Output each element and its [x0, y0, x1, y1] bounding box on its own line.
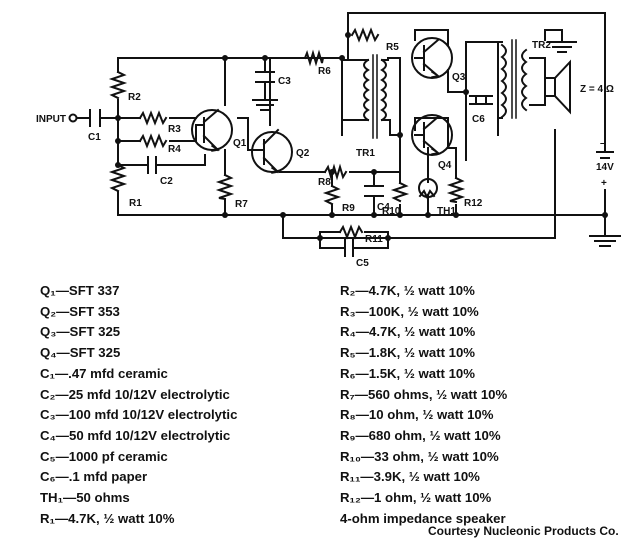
- ground-icon: [589, 231, 621, 247]
- ground-icon: [547, 29, 577, 53]
- label-input: INPUT: [36, 114, 66, 125]
- ground-icons: [252, 29, 621, 247]
- label-c5: C5: [356, 258, 369, 269]
- part-speaker: 4-ohm impedance speaker: [340, 510, 506, 526]
- ground-icon: [252, 95, 278, 111]
- label-c6: C6: [472, 114, 485, 125]
- amplifier-schematic: INPUT C1 C2 C3 C4 C5 C6 R1 R2 R3 R4 R5 R…: [36, 12, 621, 269]
- label-q1: Q1: [233, 138, 247, 149]
- label-q3: Q3: [452, 72, 466, 83]
- resistor-r8: [323, 163, 348, 181]
- part-r8: R₈—10 ohm, ½ watt 10%: [340, 407, 494, 423]
- resistor-r12: [446, 176, 466, 204]
- label-r2: R2: [128, 92, 141, 103]
- part-c2: C₂—25 mfd 10/12V electrolytic: [40, 386, 230, 402]
- capacitor-c6: [469, 95, 493, 105]
- label-c2: C2: [160, 176, 173, 187]
- label-r7: R7: [235, 199, 248, 210]
- transistors: [191, 37, 453, 174]
- part-q4: Q₄—SFT 325: [40, 345, 121, 361]
- speaker-icon: [544, 59, 571, 115]
- part-r7: R₇—560 ohms, ½ watt 10%: [340, 386, 508, 402]
- label-r5: R5: [386, 42, 399, 53]
- part-th1: TH₁—50 ohms: [40, 490, 130, 506]
- label-r3: R3: [168, 124, 181, 135]
- part-q3: Q₃—SFT 325: [40, 324, 121, 340]
- capacitor-c1: [89, 109, 101, 127]
- transformer-tr1: [341, 54, 391, 139]
- thermistor-th1: [418, 178, 438, 200]
- label-q2: Q2: [296, 148, 310, 159]
- part-r3: R₃—100K, ½ watt 10%: [340, 303, 479, 319]
- capacitor-c4: [364, 185, 384, 197]
- label-r9: R9: [342, 203, 355, 214]
- label-q4: Q4: [438, 160, 452, 171]
- label-c3: C3: [278, 76, 291, 87]
- part-r11: R₁₁—3.9K, ½ watt 10%: [340, 469, 480, 485]
- credit-line: Courtesy Nucleonic Products Co.: [428, 524, 619, 538]
- label-c4: C4: [377, 202, 390, 213]
- resistors: [108, 27, 466, 240]
- capacitor-c3: [255, 71, 275, 83]
- transistor-q2: [251, 128, 293, 174]
- label-tr2: TR2: [532, 40, 551, 51]
- part-r2: R₂—4.7K, ½ watt 10%: [340, 283, 475, 298]
- resistor-r9: [322, 184, 342, 206]
- label-r4: R4: [168, 144, 181, 155]
- part-c5: C₅—1000 pf ceramic: [40, 448, 168, 464]
- resistor-r6: [303, 49, 325, 67]
- resistor-r7: [215, 173, 235, 201]
- label-th1: TH1: [437, 206, 456, 217]
- part-r9: R₉—680 ohm, ½ watt 10%: [340, 427, 501, 443]
- label-r11: R11: [365, 234, 383, 245]
- part-r4: R₄—4.7K, ½ watt 10%: [340, 324, 476, 340]
- transistor-q1: [191, 108, 233, 152]
- component-labels: INPUT C1 C2 C3 C4 C5 C6 R1 R2 R3 R4 R5 R…: [36, 40, 614, 269]
- part-r5: R₅—1.8K, ½ watt 10%: [340, 345, 476, 361]
- junction-dots: [115, 32, 608, 241]
- resistor-r1: [108, 163, 128, 193]
- label-battery-voltage: 14V: [596, 162, 614, 173]
- capacitor-c5: [344, 239, 354, 257]
- label-r1: R1: [129, 198, 142, 209]
- part-r6: R₆—1.5K, ½ watt 10%: [340, 365, 475, 381]
- parts-list-left: Q₁—SFT 337 Q₂—SFT 353 Q₃—SFT 325 Q₄—SFT …: [40, 281, 237, 529]
- transistor-q3: [411, 37, 453, 79]
- resistor-r4: [138, 133, 168, 149]
- part-q1: Q₁—SFT 337: [40, 283, 120, 298]
- part-r1: R₁—4.7K, ½ watt 10%: [40, 510, 175, 526]
- parts-list-right: R₂—4.7K, ½ watt 10% R₃—100K, ½ watt 10% …: [340, 281, 507, 529]
- label-r10: R10: [382, 206, 401, 217]
- part-c6: C₆—.1 mfd paper: [40, 469, 148, 485]
- label-r8: R8: [318, 177, 331, 188]
- resistor-r10: [390, 181, 410, 203]
- transformers: [341, 39, 528, 139]
- resistor-r11: [338, 224, 364, 240]
- label-r6: R6: [318, 66, 331, 77]
- part-c3: C₃—100 mfd 10/12V electrolytic: [40, 407, 238, 423]
- transformer-tr2: [465, 39, 528, 119]
- resistor-r2: [108, 70, 128, 100]
- part-c4: C₄—50 mfd 10/12V electrolytic: [40, 427, 231, 443]
- label-tr1: TR1: [356, 148, 375, 159]
- transistor-q4: [411, 114, 453, 156]
- part-r12: R₁₂—1 ohm, ½ watt 10%: [340, 490, 492, 506]
- label-r12: R12: [464, 198, 483, 209]
- capacitor-c2: [147, 156, 157, 174]
- wiring: [76, 12, 606, 249]
- label-impedance: Z = 4 Ω: [580, 84, 614, 95]
- capacitors: [89, 71, 493, 257]
- resistor-r5: [350, 27, 380, 43]
- label-c1: C1: [88, 132, 101, 143]
- part-r10: R₁₀—33 ohm, ½ watt 10%: [340, 448, 499, 464]
- label-battery-minus: –: [600, 138, 606, 149]
- part-c1: C₁—.47 mfd ceramic: [40, 365, 168, 381]
- input-terminal: [68, 113, 78, 123]
- part-q2: Q₂—SFT 353: [40, 303, 120, 319]
- resistor-r3: [138, 110, 168, 126]
- battery-icon: [596, 151, 614, 159]
- label-battery-plus: +: [601, 178, 607, 189]
